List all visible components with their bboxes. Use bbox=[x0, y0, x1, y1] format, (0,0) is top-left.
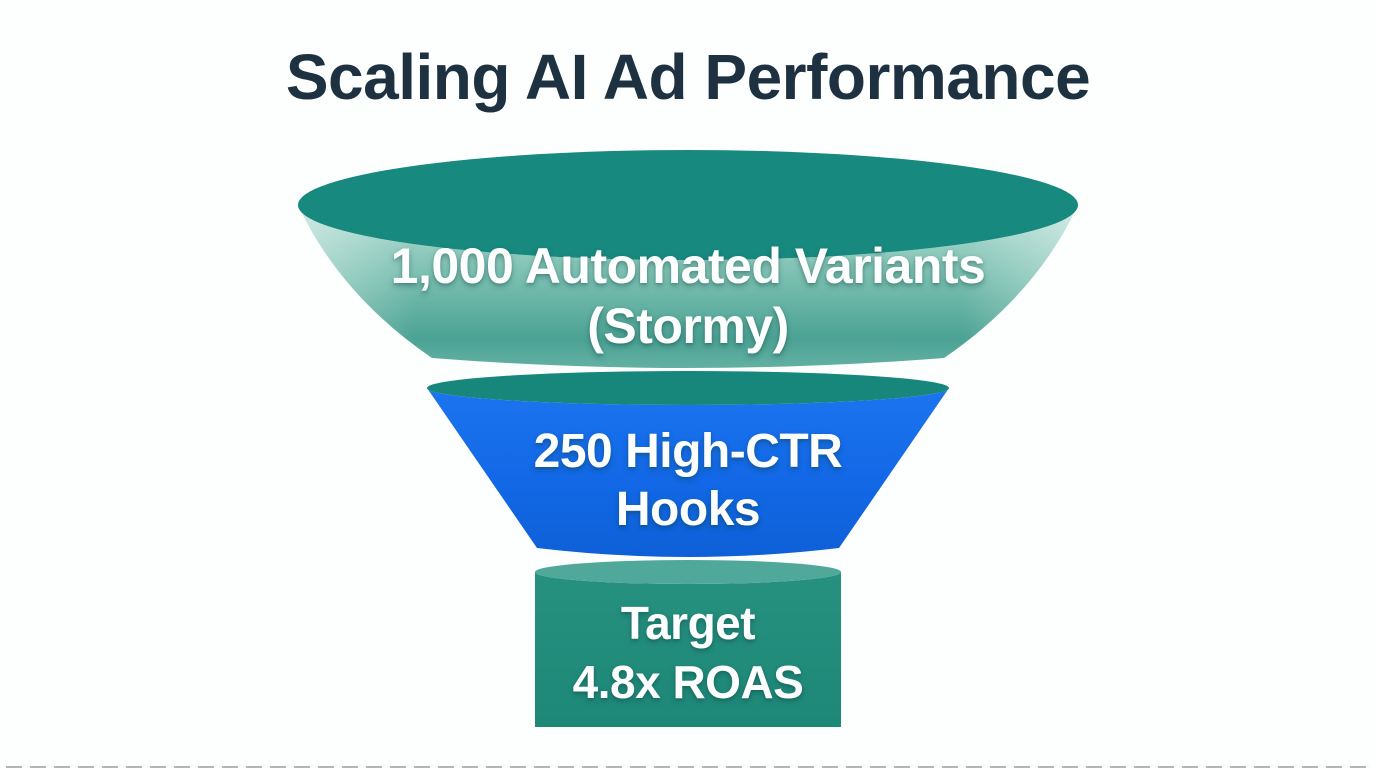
stage2-line1: 250 High-CTR bbox=[533, 425, 843, 478]
funnel-stage3-rim bbox=[535, 560, 841, 584]
stage-label-target-roas: Target 4.8x ROAS bbox=[0, 594, 1376, 712]
page-title: Scaling AI Ad Performance bbox=[285, 41, 1091, 113]
bottom-edge-artifact bbox=[6, 766, 1370, 768]
stage2-line2: Hooks bbox=[615, 483, 761, 536]
funnel-stage2-body bbox=[427, 388, 949, 557]
stage-label-automated-variants: 1,000 Automated Variants (Stormy) bbox=[0, 236, 1376, 356]
stage1-line2: (Stormy) bbox=[587, 298, 789, 354]
stage1-line1: 1,000 Automated Variants bbox=[390, 238, 986, 294]
funnel-stage1-edge-highlight bbox=[298, 205, 1078, 368]
stage3-line2: 4.8x ROAS bbox=[572, 656, 804, 708]
funnel-stage1-rim bbox=[298, 150, 1078, 260]
funnel-stage3-body bbox=[535, 572, 841, 727]
stage-label-high-ctr-hooks: 250 High-CTR Hooks bbox=[0, 423, 1376, 539]
funnel-stage2-rim bbox=[427, 371, 949, 405]
stage3-line1: Target bbox=[620, 597, 756, 649]
